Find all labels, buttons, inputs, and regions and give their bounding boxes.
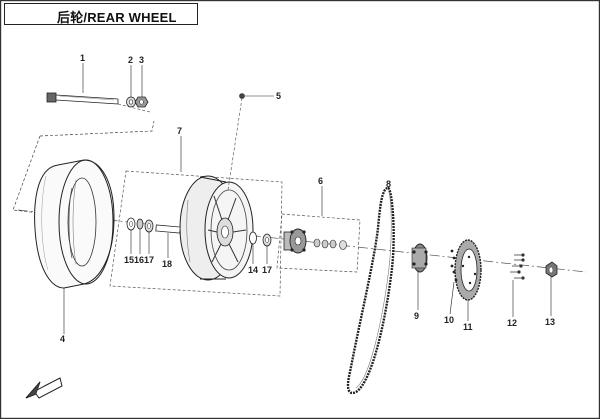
spacer-17-right <box>262 233 272 247</box>
callout-17-right: 17 <box>262 265 272 275</box>
callout-18: 18 <box>162 259 172 269</box>
rear-sprocket <box>454 239 482 301</box>
axle-bolt <box>46 92 119 105</box>
page-title: 后轮/REAR WHEEL <box>57 10 177 25</box>
sprocket-nuts-12 <box>510 253 525 280</box>
sprocket-hub <box>283 228 347 254</box>
wheel-rim <box>179 175 254 281</box>
rear-tire <box>34 159 115 289</box>
callout-5: 5 <box>276 91 281 101</box>
hub-group-box <box>276 213 361 273</box>
callout-11: 11 <box>463 322 473 332</box>
callout-3: 3 <box>139 55 144 65</box>
axle-leader <box>117 103 151 113</box>
bearing-14 <box>249 231 257 245</box>
valve-stem-5 <box>227 93 245 191</box>
callouts: 1 2 3 5 7 6 8 4 9 10 11 12 13 14 17 15 1… <box>60 53 555 344</box>
bearing-15 <box>126 217 136 231</box>
callout-2: 2 <box>128 55 133 65</box>
rim-group-box <box>109 170 283 297</box>
callout-16: 16 <box>134 255 144 265</box>
axle-nut <box>134 96 149 108</box>
callout-14: 14 <box>248 265 258 275</box>
leader-lines <box>63 63 552 334</box>
callout-6: 6 <box>318 176 323 186</box>
axle-nut-13 <box>545 261 558 278</box>
title-box: 后轮/REAR WHEEL <box>4 3 198 25</box>
callout-8: 8 <box>386 179 391 189</box>
tire-bracket-left <box>12 135 41 214</box>
callout-17-left: 17 <box>144 255 154 265</box>
front-direction-arrow-icon <box>25 377 63 399</box>
callout-1: 1 <box>80 53 85 63</box>
callout-13: 13 <box>545 317 555 327</box>
tire-bracket <box>39 120 155 137</box>
sleeve-18 <box>155 224 181 234</box>
sprocket-bolts-10 <box>450 249 458 282</box>
hub-damper-9 <box>411 243 428 273</box>
callout-10: 10 <box>444 315 454 325</box>
drive-chain <box>346 186 395 395</box>
callout-7: 7 <box>177 126 182 136</box>
axle-washer <box>126 96 136 108</box>
spacer-17-left <box>144 219 154 233</box>
callout-12: 12 <box>507 318 517 328</box>
callout-9: 9 <box>414 311 419 321</box>
callout-4: 4 <box>60 334 65 344</box>
oil-seal-16 <box>136 218 144 230</box>
callout-15: 15 <box>124 255 134 265</box>
